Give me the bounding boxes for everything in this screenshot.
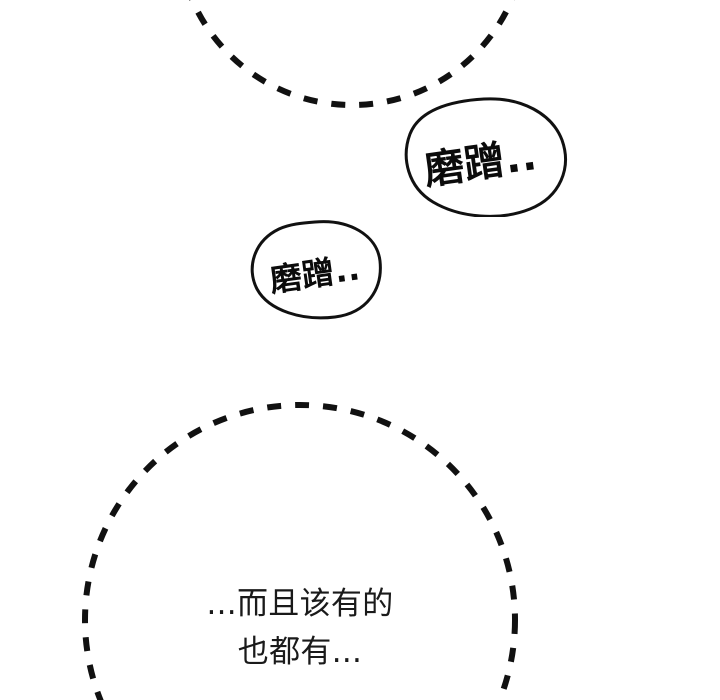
narration-caption-line-2: 也都有... bbox=[237, 634, 363, 670]
speech-bubble-small: 磨蹭.. bbox=[249, 219, 385, 321]
narration-caption-line-1: ...而且该有的 bbox=[206, 586, 394, 622]
speech-bubble-small-outline bbox=[250, 220, 382, 320]
narration-caption: ...而且该有的 也都有... bbox=[110, 580, 490, 676]
speech-bubble-large: 磨蹭.. bbox=[402, 96, 568, 217]
dashed-thought-circle-top bbox=[189, 0, 515, 108]
speech-bubble-large-outline bbox=[404, 97, 567, 217]
dashed-thought-circle-bottom bbox=[82, 402, 518, 700]
